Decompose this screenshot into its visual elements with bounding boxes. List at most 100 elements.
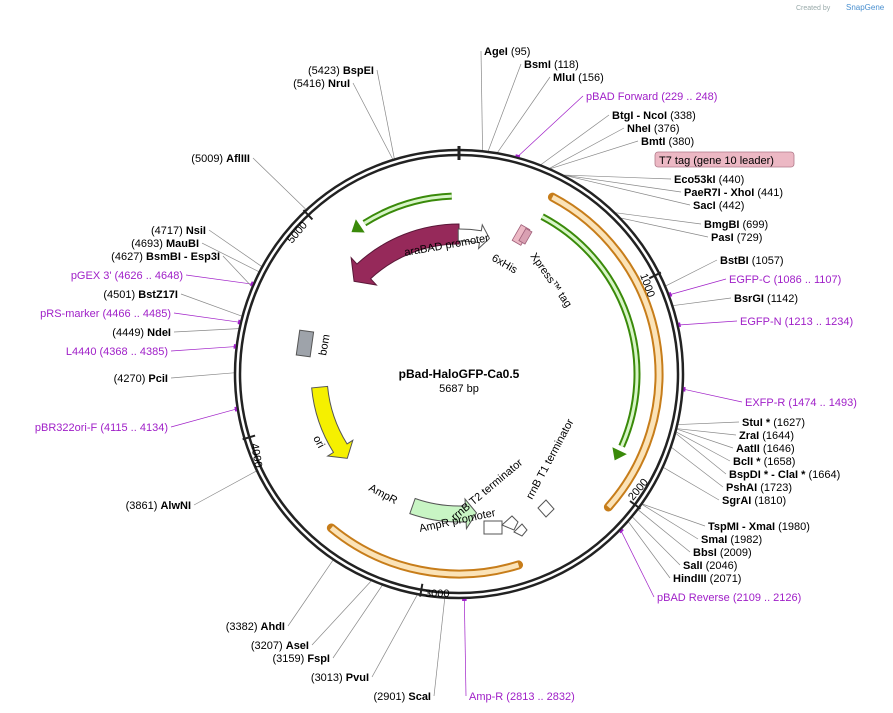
nsii-label[interactable]: (4717) NsiI [151, 225, 206, 237]
pbad-forward-label[interactable]: pBAD Forward (229 .. 248) [586, 91, 717, 103]
smai-label[interactable]: SmaI (1982) [701, 534, 762, 546]
scai-label[interactable]: (2901) ScaI [374, 691, 432, 703]
bmti-label[interactable]: BmtI (380) [641, 136, 694, 148]
snapgene-logo: SnapGene [846, 3, 885, 12]
agei-label[interactable]: AgeI (95) [484, 46, 530, 58]
ndei-label[interactable]: (4449) NdeI [112, 327, 171, 339]
bmti-position: (380) [669, 136, 695, 148]
l4440-primer-mark [233, 344, 236, 349]
bmti-name: BmtI [641, 136, 665, 148]
pbr322ori-f-primer-mark [234, 406, 238, 412]
fspi-position: (3159) [273, 653, 305, 665]
bmgbi-label[interactable]: BmgBI (699) [704, 219, 768, 231]
aatii-leader-line [677, 428, 734, 449]
egfp-c-label[interactable]: EGFP-C (1086 .. 1107) [729, 274, 841, 286]
l4440-label[interactable]: L4440 (4368 .. 4385) [66, 346, 168, 358]
ahdi-label[interactable]: (3382) AhdI [226, 621, 285, 633]
alwni-label[interactable]: (3861) AlwNI [126, 500, 191, 512]
bbsi-label[interactable]: BbsI (2009) [693, 547, 752, 559]
paer7i-xhoi-label[interactable]: PaeR7I - XhoI (441) [684, 187, 783, 199]
ndei-position: (4449) [112, 327, 144, 339]
ampr-feature[interactable] [409, 497, 478, 531]
bstbi-label[interactable]: BstBI (1057) [720, 255, 784, 267]
ampr-promoter-feature[interactable] [483, 520, 503, 535]
bsrgi-label[interactable]: BsrGI (1142) [734, 293, 798, 305]
fspi-label[interactable]: (3159) FspI [273, 653, 330, 665]
arac-feature[interactable] [350, 223, 460, 286]
sgrai-leader-line [663, 467, 720, 501]
mlui-leader-line [497, 76, 551, 153]
afliii-label[interactable]: (5009) AflIII [191, 153, 250, 165]
egfp-n-label[interactable]: EGFP-N (1213 .. 1234) [740, 316, 853, 328]
his-tag-feature[interactable] [511, 224, 533, 246]
pbad-reverse-label[interactable]: pBAD Reverse (2109 .. 2126) [657, 592, 801, 604]
pshai-label[interactable]: PshAI (1723) [726, 482, 792, 494]
exfp-r-label[interactable]: EXFP-R (1474 .. 1493) [745, 397, 857, 409]
pbr322ori-f-label[interactable]: pBR322ori-F (4115 .. 4134) [35, 422, 168, 434]
tspmi-xmai-position: (1980) [778, 521, 810, 533]
pasi-leader-line [621, 217, 709, 238]
scai-leader-line [433, 598, 446, 697]
mlui-position: (156) [578, 72, 604, 84]
stui-leader-line [678, 421, 740, 425]
bstz17i-label[interactable]: (4501) BstZ17I [103, 289, 178, 301]
aatii-label[interactable]: AatII (1646) [736, 443, 795, 455]
ori-feature[interactable] [311, 385, 354, 459]
mlui-label[interactable]: MluI (156) [553, 72, 604, 84]
agei-leader-line [480, 50, 483, 151]
asei-label[interactable]: (3207) AseI [251, 640, 309, 652]
maubi-label[interactable]: (4693) MauBI [131, 238, 199, 250]
sali-leader-line [632, 516, 681, 566]
btgi-ncoi-label[interactable]: BtgI - NcoI (338) [612, 110, 696, 122]
zrai-leader-line [677, 428, 737, 436]
saci-label[interactable]: SacI (442) [693, 200, 744, 212]
hindiii-label[interactable]: HindIII (2071) [673, 573, 741, 585]
rrnb-t1-terminator-feature[interactable] [537, 499, 555, 518]
bspei-label[interactable]: (5423) BspEI [308, 65, 374, 77]
nrui-leader-line [352, 82, 393, 160]
pgex3-label[interactable]: pGEX 3' (4626 .. 4648) [71, 270, 183, 282]
prs-marker-label[interactable]: pRS-marker (4466 .. 4485) [40, 308, 171, 320]
rrnb-t2-terminator-feature-b[interactable] [513, 523, 528, 537]
fspi-name: FspI [307, 653, 330, 665]
bspdi-clai-label[interactable]: BspDI * - ClaI * (1664) [729, 469, 840, 481]
bspdi-clai-name: BspDI * - ClaI * [729, 469, 806, 481]
bsmi-label[interactable]: BsmI (118) [524, 59, 579, 71]
asei-position: (3207) [251, 640, 283, 652]
egfp-c-name: EGFP-C [729, 274, 771, 286]
ampr-label: AmpR [367, 482, 400, 507]
pbad-reverse-name: pBAD Reverse [657, 592, 730, 604]
green-arc-2-inner [541, 215, 639, 447]
nrui-label[interactable]: (5416) NruI [293, 78, 350, 90]
bstbi-leader-line [665, 259, 718, 287]
saci-name: SacI [693, 200, 716, 212]
sali-label[interactable]: SalI (2046) [683, 560, 737, 572]
bsmi-position: (118) [554, 59, 579, 71]
eco53ki-label[interactable]: Eco53kI (440) [674, 174, 744, 186]
arabad-promoter-feature[interactable] [457, 223, 491, 250]
alwni-position: (3861) [126, 500, 158, 512]
pcii-leader-line [170, 372, 235, 379]
zrai-label[interactable]: ZraI (1644) [739, 430, 794, 442]
stui-label[interactable]: StuI * (1627) [742, 417, 805, 429]
hindiii-position: (2071) [710, 573, 742, 585]
saci-leader-line [564, 174, 691, 206]
bspdi-clai-leader-line [675, 433, 727, 475]
asei-leader-line [311, 580, 372, 646]
amp-r-label[interactable]: Amp-R (2813 .. 2832) [469, 691, 575, 703]
bcli-name: BclI * [733, 456, 761, 468]
aatii-position: (1646) [763, 443, 795, 455]
pasi-label[interactable]: PasI (729) [711, 232, 762, 244]
pcii-label[interactable]: (4270) PciI [114, 373, 168, 385]
egfp-n-leader-line [678, 320, 738, 326]
pvui-label[interactable]: (3013) PvuI [311, 672, 369, 684]
bcli-label[interactable]: BclI * (1658) [733, 456, 795, 468]
bom-feature[interactable] [295, 329, 315, 358]
sgrai-label[interactable]: SgrAI (1810) [722, 495, 786, 507]
nhei-label[interactable]: NheI (376) [627, 123, 680, 135]
rrnb-t2-terminator-feature[interactable] [501, 515, 519, 531]
tspmi-xmai-label[interactable]: TspMI - XmaI (1980) [708, 521, 810, 533]
t7-tag-box[interactable] [654, 151, 795, 168]
bsmbi-esp3i-label[interactable]: (4627) BsmBI - Esp3I [111, 251, 220, 263]
prs-marker-primer-mark [237, 319, 241, 325]
